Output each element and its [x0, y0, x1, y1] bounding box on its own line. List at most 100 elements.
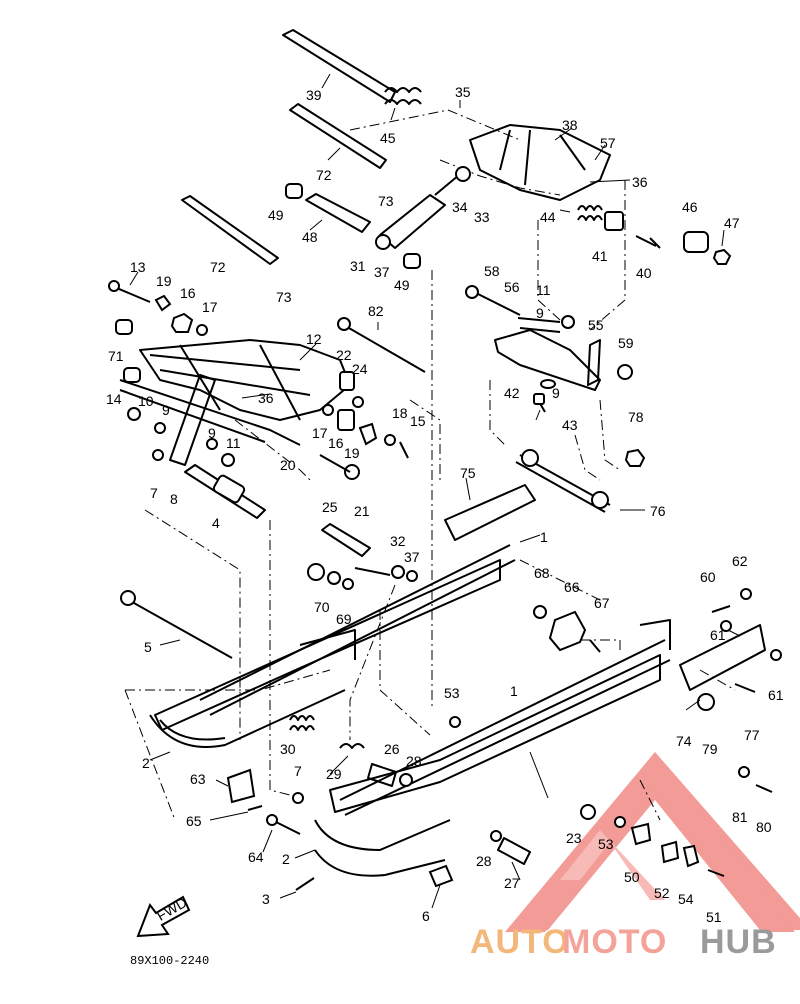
watermark-logo — [505, 752, 800, 932]
part-label-10: 10 — [138, 393, 154, 409]
part-label-64: 64 — [248, 849, 264, 865]
part-label-72a: 72 — [316, 167, 332, 183]
part-label-44: 44 — [540, 209, 556, 225]
part-label-24: 24 — [352, 361, 368, 377]
part-label-57: 57 — [600, 135, 616, 151]
watermark-hub: HUB — [700, 923, 777, 961]
part-label-18: 18 — [392, 405, 408, 421]
part-label-21: 21 — [354, 503, 370, 519]
part-label-6: 6 — [422, 908, 430, 924]
part-label-40: 40 — [636, 265, 652, 281]
part-label-45: 45 — [380, 130, 396, 146]
part-label-28b: 28 — [476, 853, 492, 869]
part-label-74: 74 — [676, 733, 692, 749]
part-label-13: 13 — [130, 259, 146, 275]
part-label-61a: 61 — [710, 627, 726, 643]
part-label-34: 34 — [452, 199, 468, 215]
part-shapes — [108, 29, 782, 891]
part-label-77: 77 — [744, 727, 760, 743]
part-label-76: 76 — [650, 503, 666, 519]
part-label-78: 78 — [628, 409, 644, 425]
part-label-49b: 49 — [394, 277, 410, 293]
part-label-14: 14 — [106, 391, 122, 407]
part-label-62: 62 — [732, 553, 748, 569]
watermark-auto: AUTO — [470, 923, 570, 961]
part-label-72b: 72 — [210, 259, 226, 275]
part-label-20: 20 — [280, 457, 296, 473]
part-label-8: 8 — [170, 491, 178, 507]
part-label-11b: 11 — [226, 435, 241, 451]
part-label-71: 71 — [108, 348, 124, 364]
part-label-9b: 9 — [552, 385, 560, 401]
part-label-43: 43 — [562, 417, 578, 433]
part-label-33: 33 — [474, 209, 490, 225]
part-label-36b: 36 — [258, 390, 274, 406]
part-label-29: 29 — [326, 766, 342, 782]
part-label-5: 5 — [144, 639, 152, 655]
part-label-37a: 37 — [374, 264, 390, 280]
part-label-37b: 37 — [404, 549, 420, 565]
part-label-59: 59 — [618, 335, 634, 351]
part-label-75: 75 — [460, 465, 476, 481]
part-label-27: 27 — [504, 875, 520, 891]
part-label-9d: 9 — [208, 425, 216, 441]
part-label-66: 66 — [564, 579, 580, 595]
part-label-52: 52 — [654, 885, 670, 901]
part-label-9c: 9 — [162, 402, 170, 418]
part-label-16a: 16 — [180, 285, 196, 301]
part-label-2a: 2 — [142, 755, 150, 771]
part-label-79: 79 — [702, 741, 718, 757]
part-label-58: 58 — [484, 263, 500, 279]
part-label-53b: 53 — [598, 836, 614, 852]
part-label-47: 47 — [724, 215, 740, 231]
part-label-17a: 17 — [202, 299, 218, 315]
part-label-7a: 7 — [150, 485, 158, 501]
part-label-46: 46 — [682, 199, 698, 215]
part-label-55: 55 — [588, 317, 604, 333]
part-label-50: 50 — [624, 869, 640, 885]
part-label-3: 3 — [262, 891, 270, 907]
part-label-19a: 19 — [156, 273, 172, 289]
part-label-41: 41 — [592, 248, 608, 264]
part-label-32: 32 — [390, 533, 406, 549]
part-label-16b: 16 — [328, 435, 344, 451]
part-label-65: 65 — [186, 813, 202, 829]
forward-arrow-icon: FWD — [136, 894, 191, 938]
part-label-7b: 7 — [294, 763, 302, 779]
part-label-73b: 73 — [276, 289, 292, 305]
part-label-23: 23 — [566, 830, 582, 846]
part-label-19b: 19 — [344, 445, 360, 461]
part-label-61b: 61 — [768, 687, 784, 703]
part-label-9a: 9 — [536, 305, 544, 321]
part-label-67: 67 — [594, 595, 610, 611]
part-label-39: 39 — [306, 87, 322, 103]
part-label-53a: 53 — [444, 685, 460, 701]
leader-lines — [129, 73, 741, 909]
part-label-28a: 28 — [406, 753, 422, 769]
part-label-26: 26 — [384, 741, 400, 757]
part-label-73a: 73 — [378, 193, 394, 209]
part-label-31: 31 — [350, 258, 366, 274]
part-label-81: 81 — [732, 809, 748, 825]
part-label-30: 30 — [280, 741, 296, 757]
part-label-42: 42 — [504, 385, 520, 401]
part-label-15: 15 — [410, 413, 426, 429]
part-label-2b: 2 — [282, 851, 290, 867]
part-label-1a: 1 — [540, 529, 548, 545]
part-label-48: 48 — [302, 229, 318, 245]
part-label-82: 82 — [368, 303, 384, 319]
watermark-brand: AUTO MOTO HUB — [470, 923, 777, 961]
diagram-code: 89X100-2240 — [130, 954, 209, 968]
part-label-4: 4 — [212, 515, 220, 531]
assembly-guide-lines — [124, 109, 736, 821]
part-label-11a: 11 — [536, 282, 551, 298]
part-label-38: 38 — [562, 117, 578, 133]
part-label-49a: 49 — [268, 207, 284, 223]
part-label-1b: 1 — [510, 683, 518, 699]
part-label-68: 68 — [534, 565, 550, 581]
part-label-51: 51 — [706, 909, 722, 925]
part-label-36a: 36 — [632, 174, 648, 190]
